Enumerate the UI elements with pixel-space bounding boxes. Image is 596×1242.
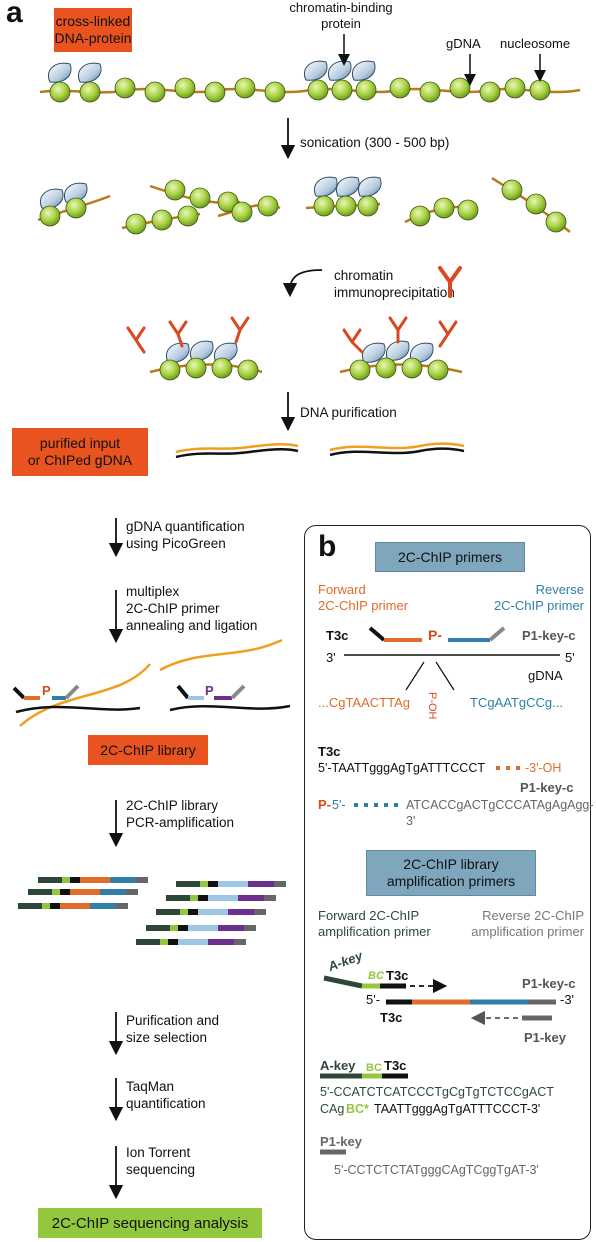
junction-left: ...CgTAACTTAg: [318, 695, 410, 710]
p-oh-label: P-OH: [426, 692, 438, 720]
bc-label: BC: [368, 970, 384, 982]
seq-p1-5: 5'-: [332, 798, 346, 812]
p1keyc-amp-label: P1-key-c: [522, 976, 576, 991]
taqman-label: TaqMan quantification: [126, 1079, 206, 1111]
pcr-label: 2C-ChIP library PCR-amplification: [126, 798, 235, 830]
seq-p1-label: P1-key-c: [520, 780, 574, 795]
t3c-amp-label: T3c: [386, 968, 409, 983]
p-junction: P-: [428, 627, 442, 643]
fwd-amp-label: Forward 2C-ChIP amplification primer: [318, 908, 431, 939]
seq-a-line2c: TAATTgggAgTgATTTCCCT-3': [374, 1102, 541, 1116]
seq-akey-label: A-key: [320, 1058, 356, 1073]
p-marker-2: P: [205, 683, 214, 698]
p1keyc-label: P1-key-c: [522, 628, 576, 643]
amplicons: [18, 877, 286, 945]
gdna-label: gDNA: [446, 36, 481, 51]
chromatin-ip-label: chromatin immunoprecipitation: [334, 268, 455, 300]
five-prime-label: 5': [565, 650, 575, 665]
chromatin-binding-protein-label: chromatin-binding protein: [289, 0, 393, 31]
seq-p1-prefix: P-: [318, 797, 331, 812]
p-marker-1: P: [42, 683, 51, 698]
junction-right: TCgAATgCCg...: [470, 695, 563, 710]
sonicated-fragments: [37, 176, 571, 235]
seq-a-line2b: BC*: [346, 1102, 369, 1116]
seq-bc-label: BC: [366, 1062, 382, 1074]
chromatin-fiber: [39, 60, 581, 103]
p1key-amp-label: P1-key: [524, 1030, 566, 1045]
panel-a-letter: a: [6, 0, 23, 29]
nucleosome-label: nucleosome: [500, 36, 571, 51]
seq-p1key: 5'-CCTCTCTATgggCAgTCggTgAT-3': [334, 1163, 539, 1177]
gdna-b-label: gDNA: [528, 668, 563, 683]
crosslinked-label: cross-linked DNA-protein: [54, 8, 132, 52]
amp-title: 2C-ChIP library amplification primers: [366, 850, 536, 896]
antibody-icon: [438, 266, 462, 298]
seq-t3c: 5'-TAATTgggAgTgATTTCCCT: [318, 761, 485, 775]
seq-a-line1: 5'-CCATCTCATCCCTgCgTgTCTCCgACT: [320, 1085, 554, 1099]
forward-primer-label: Forward 2C-ChIP primer: [318, 582, 409, 613]
seq-p1: ATCACCgACTgCCCATAgAgAgg-3': [406, 798, 594, 828]
dna-purification-label: DNA purification: [300, 405, 397, 420]
seq-t3c-end: -3'-OH: [525, 761, 562, 775]
seq-t3c2-label: T3c: [384, 1058, 407, 1073]
ip-complexes: [126, 316, 463, 381]
purified-input-label: purified input or ChIPed gDNA: [12, 428, 148, 476]
library-label: 2C-ChIP library: [88, 735, 208, 765]
sonication-label: sonication (300 - 500 bp): [300, 135, 450, 150]
annealed-primers: [12, 638, 291, 727]
analysis-label: 2C-ChIP sequencing analysis: [38, 1208, 262, 1238]
panel-b-letter: b: [318, 530, 337, 563]
gdna-quant-label: gDNA quantification using PicoGreen: [126, 519, 245, 551]
five-amp-label: 5'-: [366, 992, 381, 1007]
multiplex-label: multiplex 2C-ChIP primer annealing and l…: [126, 584, 258, 633]
seq-a-line2a: CAg: [320, 1102, 345, 1116]
primers-title: 2C-ChIP primers: [375, 542, 525, 572]
purified-gdna: [175, 442, 465, 459]
three-prime-label: 3': [326, 650, 336, 665]
three-amp-label: -3': [560, 992, 575, 1007]
t3c-bottom-label: T3c: [380, 1010, 403, 1025]
rev-amp-label: Reverse 2C-ChIP amplification primer: [471, 908, 584, 939]
purification-size-label: Purification and size selection: [126, 1013, 220, 1045]
panel-b-frame: [304, 525, 591, 1240]
ion-torrent-label: Ion Torrent sequencing: [126, 1145, 196, 1177]
t3c-label: T3c: [326, 628, 349, 643]
seq-p1key-label: P1-key: [320, 1134, 362, 1149]
seq-t3c-label: T3c: [318, 744, 341, 759]
reverse-primer-label: Reverse 2C-ChIP primer: [493, 582, 584, 613]
